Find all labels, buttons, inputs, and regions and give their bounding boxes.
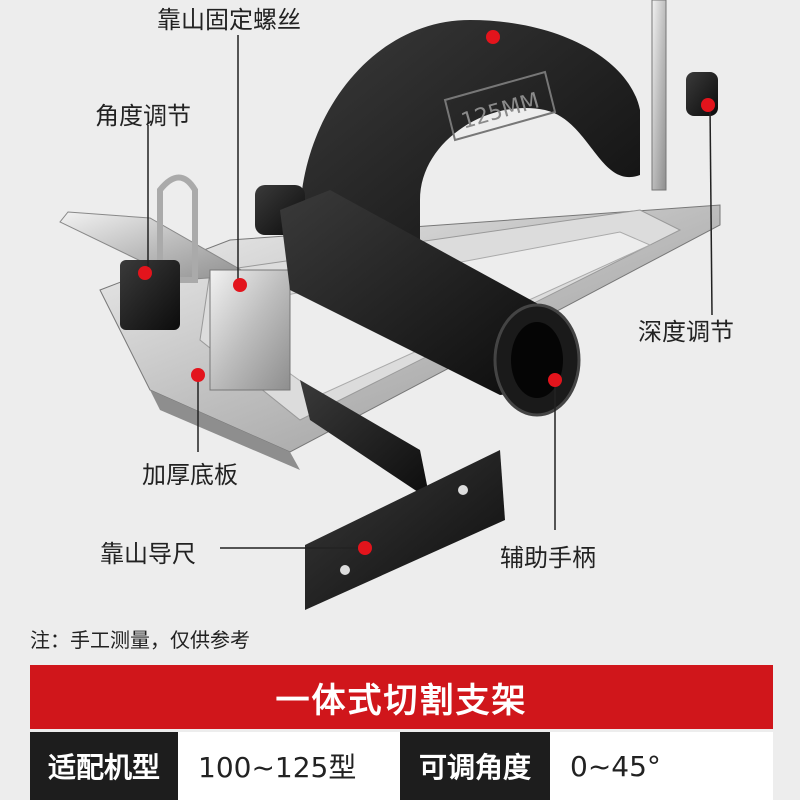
callout-depth-label: 深度调节 — [638, 318, 734, 346]
spec-value-model: 100~125型 — [178, 732, 400, 800]
fence-guide — [300, 380, 505, 610]
spec-label-angle: 可调角度 — [400, 732, 550, 800]
callout-angle-label: 角度调节 — [95, 102, 191, 130]
spec-row: 适配机型 100~125型 可调角度 0~45° — [30, 732, 773, 800]
callout-base-label: 加厚底板 — [142, 461, 238, 489]
leader-lines — [147, 35, 713, 549]
spec-banner-title: 一体式切割支架 — [30, 665, 773, 729]
callout-handle-label: 辅助手柄 — [500, 544, 596, 572]
callout-fence-label: 靠山导尺 — [100, 540, 196, 568]
spec-label-model: 适配机型 — [30, 732, 178, 800]
callout-dots — [138, 30, 715, 555]
angle-bracket — [120, 174, 291, 391]
vertical-post — [651, 0, 667, 191]
auxiliary-handle — [255, 185, 581, 417]
spec-value-angle: 0~45° — [550, 732, 773, 800]
measurement-note: 注：手工测量，仅供参考 — [30, 628, 250, 652]
callout-screw-label: 靠山固定螺丝 — [157, 6, 301, 34]
